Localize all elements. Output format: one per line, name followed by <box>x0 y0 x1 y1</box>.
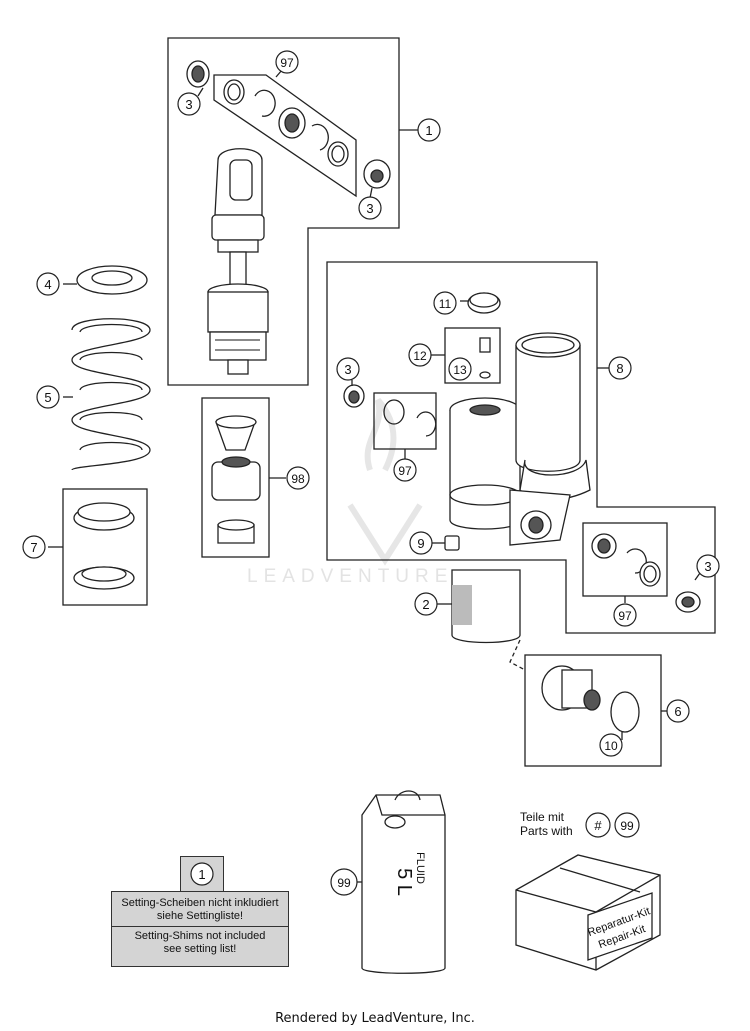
callout-99-text: 99 <box>337 876 351 890</box>
group-8-frame <box>326 261 716 634</box>
callout-11-text: 11 <box>439 297 452 311</box>
note-de-line1: Setting-Scheiben nicht inkludiert <box>121 897 279 909</box>
callout-11[interactable] <box>433 291 457 315</box>
fluid-brand-text: FLUID <box>414 852 426 884</box>
callout-12-text: 12 <box>413 349 427 363</box>
fluid-can-99 <box>361 790 446 974</box>
callout-1-text: 1 <box>425 123 432 138</box>
callout-hash <box>585 812 611 838</box>
callout-3-text: 3 <box>344 362 351 377</box>
callout-6[interactable] <box>666 699 690 723</box>
callout-98[interactable] <box>286 466 310 490</box>
callout-13[interactable] <box>448 357 472 381</box>
callout-13-text: 13 <box>453 363 467 377</box>
piston-parts-98 <box>211 415 261 544</box>
bushing-3-mid <box>343 384 365 408</box>
o-ring-10 <box>610 691 640 733</box>
reservoir-body <box>449 397 521 530</box>
watermark-text: LEADVENTURE <box>247 566 454 587</box>
note-de-line2: siehe Settingliste! <box>156 910 244 922</box>
callout-3-top-left[interactable] <box>177 92 201 116</box>
seal-head-part <box>186 60 210 88</box>
callout-hash-text: # <box>594 818 602 833</box>
group-97-top <box>213 74 357 198</box>
footer-credit: Rendered by LeadVenture, Inc. <box>275 1011 475 1026</box>
callout-99-can[interactable] <box>330 868 358 896</box>
spring-retainer <box>76 265 148 295</box>
shock-body-cylinder <box>509 332 591 546</box>
callout-97-text: 97 <box>398 464 412 478</box>
group-97-mid <box>373 392 437 450</box>
callout-5[interactable] <box>36 385 60 409</box>
callout-3-right[interactable] <box>696 554 720 578</box>
bushing-rings-top <box>223 79 349 167</box>
fluid-volume-text: 5 L <box>393 868 415 896</box>
callout-1[interactable] <box>417 118 441 142</box>
callout-97-text: 97 <box>280 56 294 70</box>
callout-3-text: 3 <box>366 201 373 216</box>
note-callout-svg: 1 <box>190 862 214 886</box>
bleed-screw-9 <box>444 535 460 551</box>
parts-with-label: Teile mit Parts with <box>520 810 573 838</box>
valve-assembly-6 <box>541 665 601 711</box>
callout-9-text: 9 <box>417 536 424 551</box>
callout-8-text: 8 <box>616 361 623 376</box>
callout-3-text: 3 <box>704 559 711 574</box>
callout-7-text: 7 <box>30 540 37 555</box>
callout-98-text: 98 <box>291 472 305 486</box>
callout-97-mid[interactable] <box>393 458 417 482</box>
callout-10-text: 10 <box>604 739 618 753</box>
callout-4[interactable] <box>36 272 60 296</box>
setting-note-box: Setting-Scheiben nicht inkludiert siehe … <box>111 891 289 967</box>
callout-3-text: 3 <box>185 97 192 112</box>
callout-3-mid[interactable] <box>336 357 360 381</box>
parts-with-de: Teile mit <box>520 810 565 824</box>
callout-99-parts[interactable] <box>614 812 640 838</box>
bushing-cap-3-right <box>675 591 701 613</box>
coil-spring <box>71 318 151 471</box>
note-en-line1: Setting-Shims not included <box>134 930 266 942</box>
reservoir-sticker-2 <box>451 569 521 644</box>
callout-99-text: 99 <box>620 819 634 833</box>
callout-3-top-right[interactable] <box>358 196 382 220</box>
repair-kit-box <box>515 854 661 971</box>
cap-11 <box>467 292 501 314</box>
valve-13 <box>479 337 491 379</box>
callout-5-text: 5 <box>44 390 51 405</box>
group-1-frame <box>167 37 400 386</box>
callout-10[interactable] <box>599 733 623 757</box>
piston-rod-assembly <box>207 148 269 375</box>
callout-4-text: 4 <box>44 277 51 292</box>
callout-9[interactable] <box>409 531 433 555</box>
callout-97-right[interactable] <box>613 603 637 627</box>
callout-97-top[interactable] <box>275 50 299 74</box>
note-callout-text: 1 <box>198 867 205 882</box>
callout-6-text: 6 <box>674 704 681 719</box>
callout-2[interactable] <box>414 592 438 616</box>
callout-2-text: 2 <box>422 597 429 612</box>
callout-8[interactable] <box>608 356 632 380</box>
adjuster-nuts <box>73 502 135 590</box>
bushing-cap-right <box>363 159 391 189</box>
parts-with-en: Parts with <box>520 824 573 838</box>
bushing-rings-right <box>591 533 661 587</box>
callout-97-text: 97 <box>618 609 632 623</box>
note-en-line2: see setting list! <box>163 943 237 955</box>
callout-12[interactable] <box>408 343 432 367</box>
callout-7[interactable] <box>22 535 46 559</box>
